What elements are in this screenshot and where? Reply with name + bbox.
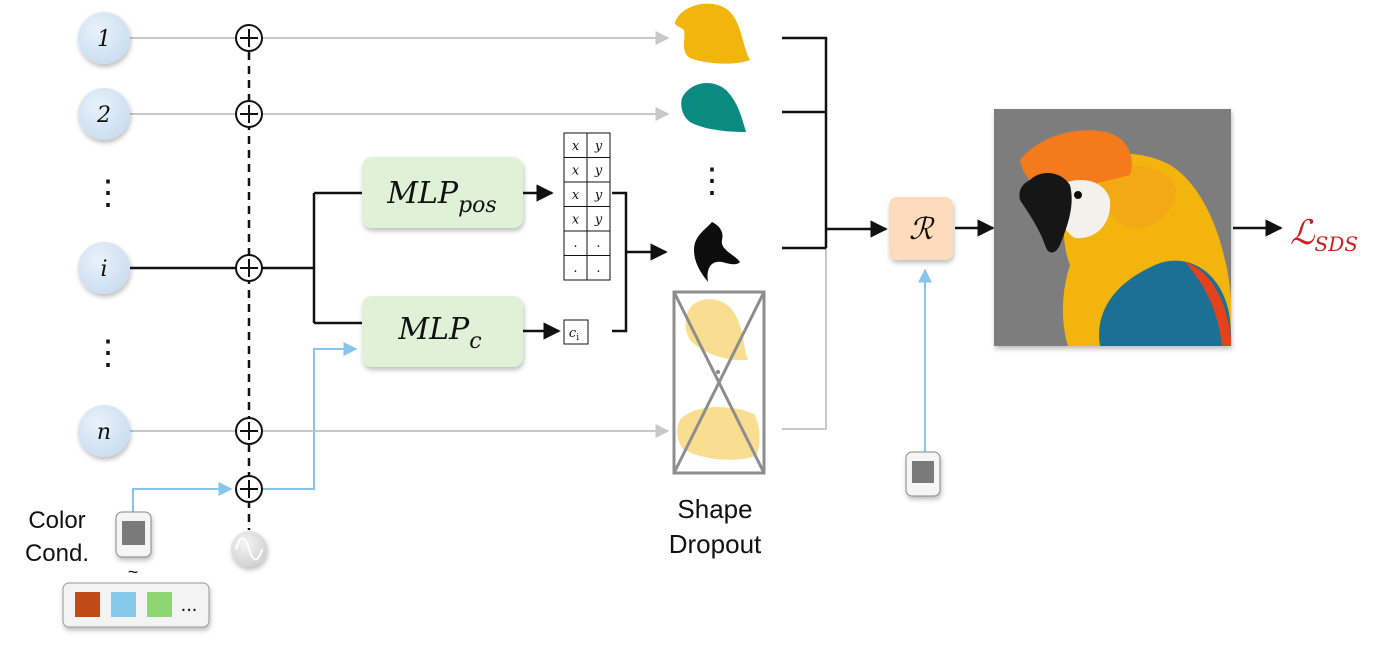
palette-swatch-blue [111,592,136,617]
rendered-parrot-image [994,109,1231,346]
token-node-i [78,242,130,294]
color-cond-label-line2: Cond. [25,540,89,567]
palette-swatch-green [147,592,172,617]
token-gray-lines [130,31,827,438]
token-i-path [130,36,1283,340]
mlp-pos-box [362,157,523,228]
color-cond-tilde: ~ [128,562,139,582]
table-cell: x [572,213,580,228]
loss-label: ℒSDS [1290,213,1358,256]
table-cell: y [594,139,603,154]
token-label-1: 1 [97,27,111,52]
renderer-box [889,197,953,260]
position-table-cells: x y x y x y x y . . . . [572,139,603,276]
color-token-box [563,319,589,345]
mlp-pos-sub: pos [458,193,497,218]
token-node-n [78,405,130,457]
table-cell: . [573,261,577,276]
token-dots-lower: ⋮ [91,333,125,373]
renderer-color-cond [905,451,941,497]
loss-sub: SDS [1315,232,1358,256]
add-operators [235,24,263,503]
color-condition-lines [132,268,932,512]
loss-base: ℒ [1290,213,1316,253]
token-node-1 [78,12,130,64]
color-token-sub: i [576,333,579,343]
table-cell: . [573,236,577,251]
sine-wave-icon [231,531,267,567]
shape-black [694,222,740,282]
table-cell: . [596,236,600,251]
color-token-base: c [569,326,577,341]
shape-yellow [674,3,750,64]
position-table [563,132,611,281]
shape-teal [681,83,746,132]
table-cell: y [594,213,603,228]
table-cell: x [572,139,580,154]
shape-dots: ⋮ [695,161,729,201]
plus-icon [235,24,263,52]
token-node-2 [78,88,130,140]
mlp-c-label: MLPc [397,312,481,354]
shape-dropout-box [672,290,766,475]
shape-dropout-label-line1: Shape [677,494,752,524]
shape-dropout-label-line2: Dropout [669,529,762,559]
table-cell: y [594,164,603,179]
token-label-i: i [100,257,107,282]
plus-icon [235,100,263,128]
color-token-label: ci [569,326,579,343]
token-label-2: 2 [96,103,111,128]
mlp-c-box [362,296,523,367]
table-cell: y [594,188,603,203]
mlp-c-base: MLP [397,312,470,347]
color-cond-swatch [115,511,152,558]
mlp-c-sub: c [469,329,481,354]
mlp-pos-base: MLP [386,176,459,211]
plus-icon [235,417,263,445]
table-cell: x [572,188,580,203]
table-cell: x [572,164,580,179]
color-cond-label-line1: Color [28,507,85,534]
plus-icon [235,254,263,282]
palette-more: ... [181,594,198,616]
plus-icon [235,475,263,503]
token-label-n: n [97,420,111,445]
mlp-pos-label: MLPpos [386,176,496,218]
token-dots-upper: ⋮ [91,173,125,213]
table-cell: . [596,261,600,276]
renderer-label: ℛ [909,212,935,247]
palette-swatch-orange [75,592,100,617]
